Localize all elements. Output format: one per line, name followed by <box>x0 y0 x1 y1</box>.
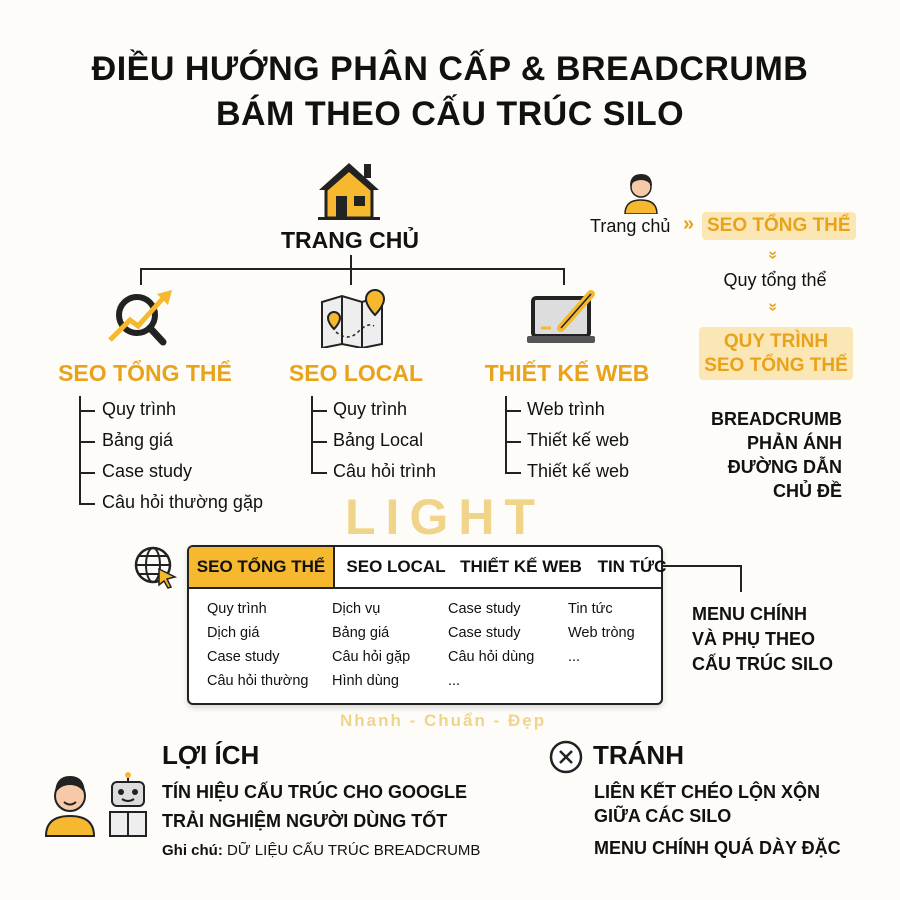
tab-thiet-ke-web[interactable]: THIẾT KẾ WEB <box>460 557 582 576</box>
main-menu: SEO TỔNG THỂ SEO LOCAL THIẾT KẾ WEB TIN … <box>187 545 666 705</box>
caption-line: CHỦ ĐỀ <box>772 481 842 501</box>
tree-branch <box>79 472 95 474</box>
breadcrumb-level-1[interactable]: SEO TỔNG THỂ <box>702 212 856 240</box>
menu-callout-line <box>740 565 742 592</box>
title-line-1: ĐIỀU HƯỚNG PHÂN CẤP & BREADCRUMB <box>91 50 809 88</box>
menu-item[interactable]: Web tròng <box>568 625 635 641</box>
tree-item[interactable]: Web trình <box>527 399 605 419</box>
category-seo-local: SEO LOCAL <box>288 360 424 386</box>
menu-item[interactable]: Tin tức <box>568 601 613 617</box>
breadcrumb-caption: BREADCRUMB PHẢN ÁNH ĐƯỜNG DẪN CHỦ ĐỀ <box>680 407 842 503</box>
user-icon <box>624 174 658 214</box>
tree-item[interactable]: Câu hỏi trình <box>333 461 437 481</box>
note-label: Ghi chú: <box>162 842 223 859</box>
watermark-slogan: Nhanh - Chuẩn - Đẹp <box>340 711 547 730</box>
menu-item[interactable]: Quy trình <box>207 601 267 617</box>
menu-item[interactable]: ... <box>568 649 581 665</box>
tree-item[interactable]: Quy trình <box>102 399 177 419</box>
tree-branch <box>79 441 95 443</box>
caption-line: CẤU TRÚC SILO <box>692 654 833 674</box>
avoid-heading: TRÁNH <box>593 740 684 770</box>
house-icon <box>318 163 380 220</box>
benefit-item: TRẢI NGHIỆM NGƯỜI DÙNG TỐT <box>162 811 448 831</box>
title-line-2: BÁM THEO CẤU TRÚC SILO <box>215 95 685 133</box>
breadcrumb-home[interactable]: Trang chủ <box>590 216 671 236</box>
tab-seo-local[interactable]: SEO LOCAL <box>346 557 446 576</box>
caption-line: PHẢN ÁNH <box>746 433 842 453</box>
connector <box>563 268 565 285</box>
caption-line: BREADCRUMB <box>711 409 842 429</box>
breadcrumb-separator-icon: » <box>683 213 695 235</box>
tab-tin-tuc[interactable]: TIN TỨC <box>597 557 667 576</box>
avoid-item: GIỮA CÁC SILO <box>594 806 732 826</box>
user-and-robot-icon <box>44 772 147 837</box>
tree-item[interactable]: Quy trình <box>333 399 408 419</box>
avoid-item: LIÊN KẾT CHÉO LỘN XỘN <box>594 782 821 802</box>
menu-item[interactable]: Bảng giá <box>332 625 390 641</box>
connector <box>140 268 142 285</box>
breadcrumb-level-2[interactable]: Quy tổng thể <box>723 270 827 290</box>
magnifier-chart-icon <box>108 290 172 346</box>
globe-cursor-icon <box>134 546 177 589</box>
tree-branch <box>505 410 521 412</box>
menu-item[interactable]: Case study <box>448 625 521 641</box>
benefits-heading: LỢI ÍCH <box>162 740 260 770</box>
chevron-down-icon: » <box>764 250 782 260</box>
menu-item[interactable]: Case study <box>448 601 521 617</box>
tree-branch <box>79 410 95 412</box>
menu-item[interactable]: Câu hỏi gặp <box>332 649 411 665</box>
connector <box>350 268 352 285</box>
watermark-logo: LIGHT <box>345 489 545 545</box>
menu-caption: MENU CHÍNH VÀ PHỤ THEO CẤU TRÚC SILO <box>692 602 833 677</box>
menu-divider <box>189 587 661 589</box>
breadcrumb-level-3-line-1: QUY TRÌNH <box>723 331 829 352</box>
menu-item[interactable]: Câu hỏi thường <box>207 673 309 689</box>
tree-branch <box>505 472 521 474</box>
connector <box>140 268 565 270</box>
map-pin-icon <box>321 288 386 348</box>
avoid-item: MENU CHÍNH QUÁ DÀY ĐẶC <box>594 838 841 858</box>
tree-line <box>311 396 313 474</box>
root-label: TRANG CHỦ <box>281 227 419 253</box>
breadcrumb-level-3-line-2: SEO TỔNG THỂ <box>704 355 848 376</box>
menu-item[interactable]: ... <box>448 673 461 689</box>
tree-item[interactable]: Bảng giá <box>102 430 174 450</box>
tree-item[interactable]: Bảng Local <box>333 430 424 450</box>
connector <box>350 255 352 270</box>
category-thiet-ke-web: THIẾT KẾ WEB <box>484 360 650 386</box>
tree-branch <box>311 441 327 443</box>
note-text: DỮ LIỆU CẤU TRÚC BREADCRUMB <box>227 842 481 859</box>
caption-line: MENU CHÍNH <box>692 604 807 624</box>
benefit-item: TÍN HIỆU CẤU TRÚC CHO GOOGLE <box>162 782 467 802</box>
tree-item[interactable]: Thiết kế web <box>527 430 630 450</box>
tree-branch <box>505 441 521 443</box>
menu-callout-line <box>663 565 741 567</box>
chevron-down-icon: » <box>764 302 782 312</box>
tree-branch <box>79 503 95 505</box>
breadcrumb-level-3[interactable]: QUY TRÌNH SEO TỔNG THỂ <box>699 327 853 380</box>
menu-item[interactable]: Hình dùng <box>332 673 399 689</box>
tree-item[interactable]: Câu hỏi thường gặp <box>102 492 263 512</box>
tree-branch <box>311 472 327 474</box>
benefit-note: Ghi chú: DỮ LIỆU CẤU TRÚC BREADCRUMB <box>162 842 480 859</box>
tree-line <box>505 396 507 474</box>
menu-item[interactable]: Case study <box>207 649 280 665</box>
close-circle-icon <box>549 740 583 774</box>
tree-line <box>79 396 81 505</box>
menu-item[interactable]: Dịch vụ <box>332 601 381 617</box>
menu-item[interactable]: Câu hỏi dùng <box>448 649 535 665</box>
caption-line: ĐƯỜNG DẪN <box>727 457 842 477</box>
category-seo-tong-the: SEO TỔNG THỂ <box>58 360 232 386</box>
menu-item[interactable]: Dịch giá <box>207 625 260 641</box>
caption-line: VÀ PHỤ THEO <box>692 629 816 649</box>
laptop-pen-icon <box>527 290 595 343</box>
tree-item[interactable]: Case study <box>102 461 193 481</box>
tree-item[interactable]: Thiết kế web <box>527 461 630 481</box>
tab-seo-tong-the[interactable]: SEO TỔNG THỂ <box>189 547 335 587</box>
tree-branch <box>311 410 327 412</box>
